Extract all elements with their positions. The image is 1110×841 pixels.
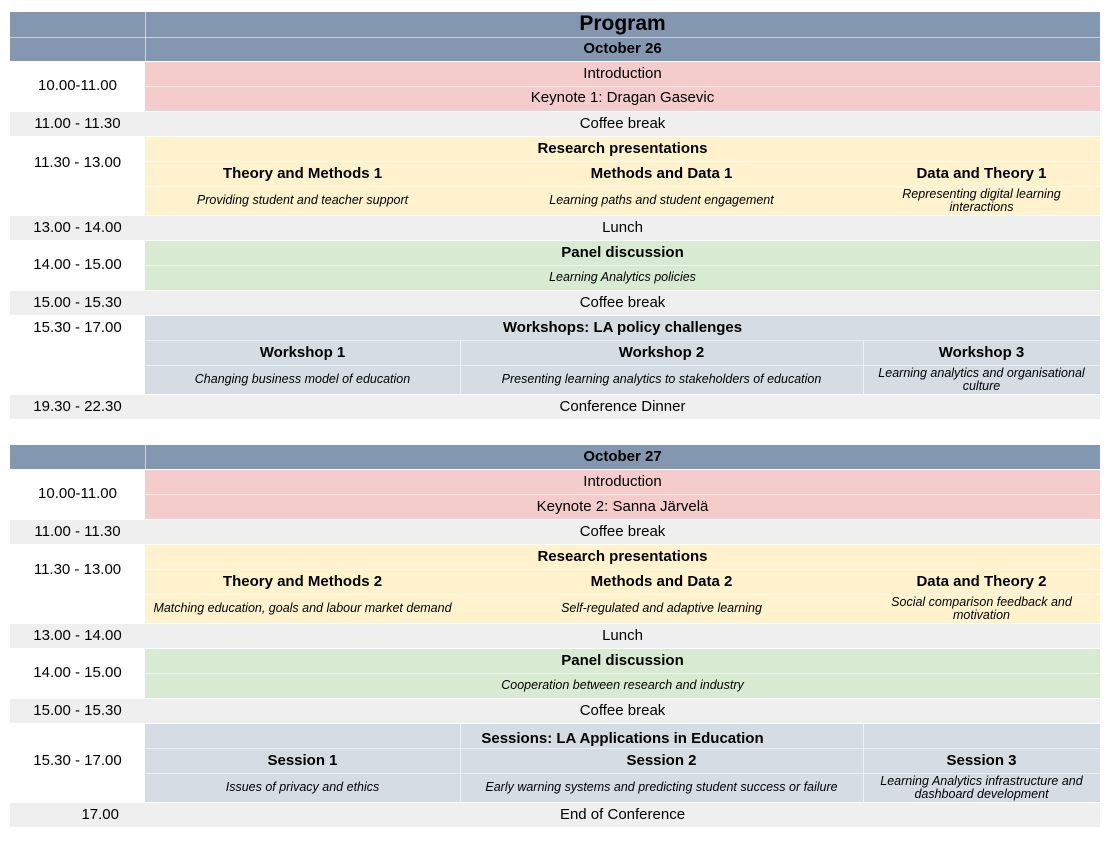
track-topic: Social comparison feedback and motivatio…	[891, 594, 1072, 622]
track-title: Session 2	[626, 751, 697, 769]
divider	[145, 748, 1100, 749]
track-title: Data and Theory 2	[916, 572, 1047, 590]
coffee-break-label: Coffee break	[579, 114, 666, 132]
divider	[145, 673, 1100, 674]
conference-dinner-label: Conference Dinner	[559, 397, 686, 415]
track-topic: Self-regulated and adaptive learning	[561, 601, 762, 616]
break-band	[10, 624, 1100, 648]
track-topic: Learning analytics and organisational cu…	[878, 365, 1085, 393]
break-band	[10, 803, 1100, 827]
track-title: Methods and Data 1	[590, 164, 733, 182]
time-label: 14.00 - 15.00	[33, 664, 122, 682]
time-label: 19.30 - 22.30	[33, 397, 122, 415]
research-presentations-label: Research presentations	[537, 547, 708, 565]
track-topic: Matching education, goals and labour mar…	[153, 601, 452, 616]
end-of-conference-label: End of Conference	[559, 805, 686, 823]
track-topic: Issues of privacy and ethics	[225, 780, 380, 795]
keynote-label: Keynote 2: Sanna Järvelä	[536, 497, 709, 515]
lunch-label: Lunch	[602, 218, 643, 236]
track-title: Methods and Data 2	[590, 572, 733, 590]
research-band	[145, 545, 1100, 623]
divider	[145, 161, 1100, 162]
track-topic: Learning Analytics infrastructure and da…	[880, 773, 1083, 801]
sessions-label: Sessions: LA Applications in Education	[481, 729, 764, 747]
divider	[863, 724, 864, 802]
track-title: Workshop 3	[938, 343, 1025, 361]
divider	[145, 186, 1100, 187]
lunch-label: Lunch	[602, 626, 643, 644]
time-label: 14.00 - 15.00	[33, 256, 122, 274]
coffee-break-label: Coffee break	[579, 522, 666, 540]
divider	[145, 594, 1100, 595]
panel-discussion-label: Panel discussion	[561, 243, 684, 261]
break-band	[10, 216, 1100, 240]
break-band	[10, 291, 1100, 315]
divider	[145, 12, 146, 61]
workshops-label: Workshops: LA policy challenges	[502, 318, 743, 336]
track-title: Session 1	[267, 751, 338, 769]
break-band	[10, 699, 1100, 723]
divider	[145, 445, 146, 469]
track-title: Data and Theory 1	[916, 164, 1047, 182]
break-band	[10, 395, 1100, 419]
divider	[145, 86, 1100, 87]
header-band	[10, 12, 1100, 61]
coffee-break-label: Coffee break	[579, 293, 666, 311]
time-label: 15.30 - 17.00	[33, 751, 122, 769]
workshop-band	[145, 316, 1100, 394]
keynote-label: Keynote 1: Dragan Gasevic	[530, 89, 715, 107]
divider	[460, 341, 461, 394]
time-label: 11.30 - 13.00	[33, 560, 122, 578]
introduction-label: Introduction	[583, 472, 662, 490]
track-topic: Early warning systems and predicting stu…	[485, 780, 838, 795]
day-2-date: October 27	[583, 447, 662, 465]
time-label: 13.00 - 14.00	[33, 218, 122, 236]
time-label: 10.00-11.00	[38, 77, 117, 95]
track-topic: Learning paths and student engagement	[549, 193, 774, 208]
research-presentations-label: Research presentations	[537, 139, 708, 157]
divider	[863, 341, 864, 394]
divider	[145, 340, 1100, 341]
divider	[145, 494, 1100, 495]
time-label: 15.00 - 15.30	[33, 701, 122, 719]
coffee-break-label: Coffee break	[579, 701, 666, 719]
program-title: Program	[579, 12, 666, 36]
track-topic: Changing business model of education	[194, 372, 411, 387]
day-1-date: October 26	[583, 39, 662, 57]
track-topic: Providing student and teacher support	[196, 193, 409, 208]
header-band	[10, 445, 1100, 469]
break-band	[10, 112, 1100, 136]
divider	[460, 724, 461, 802]
track-topic: Presenting learning analytics to stakeho…	[501, 372, 822, 387]
panel-discussion-label: Panel discussion	[561, 651, 684, 669]
sessions-band	[145, 724, 1100, 802]
divider	[10, 37, 1100, 38]
time-label: 11.30 - 13.00	[33, 153, 122, 171]
divider	[145, 265, 1100, 266]
time-label: 15.00 - 15.30	[33, 293, 122, 311]
divider	[145, 365, 1100, 366]
panel-topic: Cooperation between research and industr…	[501, 678, 744, 693]
time-label: 17.00	[81, 805, 119, 823]
divider	[145, 773, 1100, 774]
divider	[145, 569, 1100, 570]
research-band	[145, 137, 1100, 215]
track-topic: Representing digital learning interactio…	[902, 186, 1061, 214]
time-label: 10.00-11.00	[38, 485, 117, 503]
time-label: 15.30 - 17.00	[33, 318, 122, 336]
time-label: 11.00 - 11.30	[34, 114, 121, 132]
track-title: Workshop 1	[259, 343, 346, 361]
time-label: 13.00 - 14.00	[33, 626, 122, 644]
track-title: Workshop 2	[618, 343, 705, 361]
break-band	[10, 520, 1100, 544]
track-title: Session 3	[946, 751, 1017, 769]
panel-topic: Learning Analytics policies	[549, 270, 696, 285]
introduction-label: Introduction	[583, 64, 662, 82]
track-title: Theory and Methods 2	[222, 572, 383, 590]
track-title: Theory and Methods 1	[222, 164, 383, 182]
time-label: 11.00 - 11.30	[34, 522, 121, 540]
